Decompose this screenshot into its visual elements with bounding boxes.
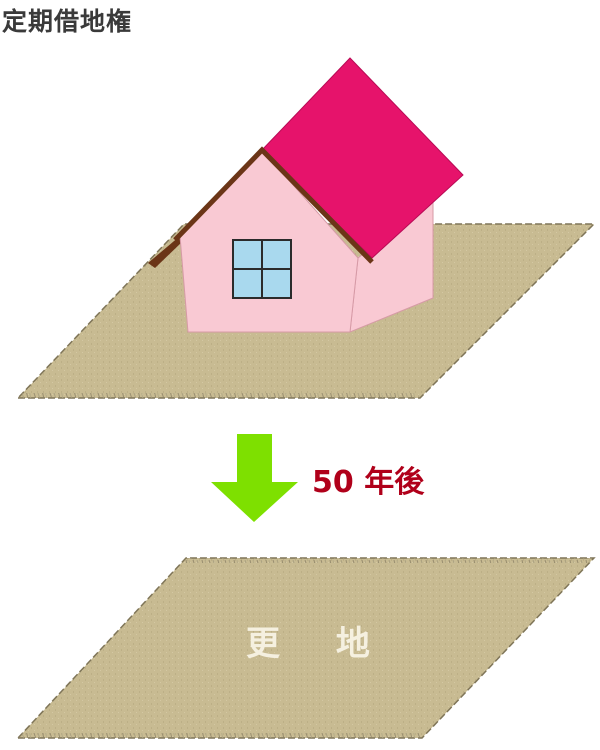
- land-plot-before-edge: [18, 393, 420, 398]
- vacant-lot-label: 更 地: [246, 624, 392, 664]
- vacant-lot: 更 地: [16, 557, 596, 739]
- house-gable-trim: [173, 146, 374, 264]
- lot-with-house: [16, 57, 596, 399]
- land-plot-after-edge: [18, 733, 422, 738]
- duration-label: 50 年後: [312, 465, 425, 500]
- house-window: [232, 239, 292, 299]
- arrow-down-icon: [211, 434, 298, 522]
- house-icon: [148, 57, 464, 333]
- house-back-eave: [148, 236, 182, 268]
- land-plot-after-top-edge: [183, 558, 594, 563]
- page-title: 定期借地権: [2, 7, 133, 36]
